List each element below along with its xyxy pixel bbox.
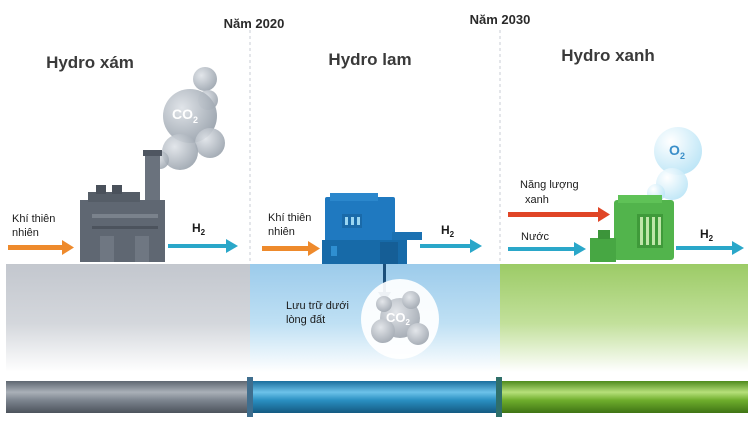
blue-storage-label-line2: lòng đất [286, 314, 325, 326]
green-ground [500, 264, 748, 372]
green-output-arrow [676, 241, 744, 255]
blue-input-label-line2: nhiên [268, 226, 295, 238]
green-energy-arrow [508, 207, 610, 222]
year-2030-label: Năm 2030 [470, 12, 531, 27]
blue-input-label-line1: Khí thiên [268, 212, 311, 224]
green-energy-label-line2: xanh [525, 194, 549, 206]
gray-plant-icon [80, 150, 165, 262]
gray-output-arrow [168, 239, 238, 253]
gray-input-label-line2: nhiên [12, 227, 39, 239]
green-title: Hydro xanh [561, 46, 655, 65]
blue-title: Hydro lam [328, 50, 411, 69]
green-energy-label-line1: Năng lượng [520, 179, 579, 191]
pipe-joint-1 [247, 377, 253, 417]
blue-output-arrow [420, 239, 482, 253]
green-pipe [500, 381, 748, 413]
blue-co2-label: CO2 [386, 310, 411, 327]
gray-ground [6, 264, 250, 372]
gray-h2-label: H2 [192, 221, 206, 237]
green-water-arrow [508, 242, 586, 256]
gray-input-label-line1: Khí thiên [12, 213, 55, 225]
green-water-label: Nước [521, 231, 550, 243]
blue-pipe [252, 381, 498, 413]
gray-title: Hydro xám [46, 53, 134, 72]
gray-pipe [6, 381, 250, 413]
green-o2-label: O2 [669, 142, 685, 161]
blue-storage-label-line1: Lưu trữ dưới [286, 300, 349, 312]
green-h2-label: H2 [700, 227, 714, 243]
year-2020-label: Năm 2020 [224, 16, 285, 31]
blue-h2-label: H2 [441, 223, 455, 239]
gray-input-arrow [8, 240, 74, 255]
blue-input-arrow [262, 241, 320, 256]
pipe-joint-2 [496, 377, 502, 417]
green-plant-icon [590, 195, 674, 262]
blue-plant-icon [322, 193, 422, 264]
blue-storage-bubble [361, 279, 439, 359]
pipeline [6, 377, 748, 417]
gray-co2-label: CO2 [172, 106, 198, 125]
